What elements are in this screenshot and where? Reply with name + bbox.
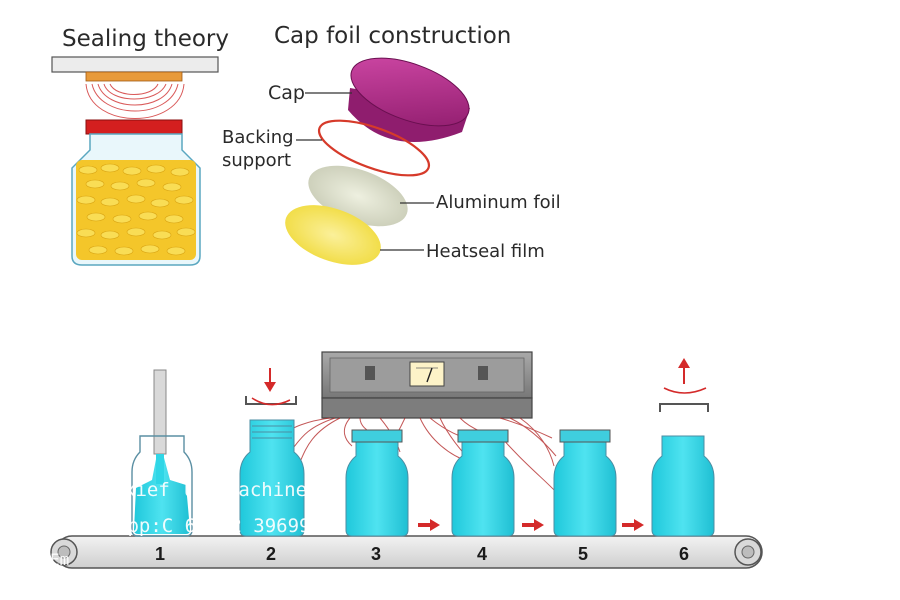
heatseal-film-label: Heatseal film xyxy=(426,241,545,262)
indicator-light-right xyxy=(478,366,488,380)
process-line: 1 2 3 4 5 6 xyxy=(50,351,763,569)
cap-foil-title: Cap foil construction xyxy=(274,23,511,49)
cap-label: Cap xyxy=(268,82,305,104)
watermark: xief lingmachine. m app:C 6-182 396990 E… xyxy=(50,479,341,569)
conveyor-belt xyxy=(50,535,763,569)
backing-label-line1: Backing xyxy=(222,127,294,148)
bottle-step-3 xyxy=(345,429,409,537)
bottle-6-cap xyxy=(659,403,709,412)
watermark-line3: Em xyxy=(50,550,69,569)
up-arrow-icon xyxy=(678,358,690,384)
step-number-6: 6 xyxy=(679,544,689,564)
gauge-icon xyxy=(409,361,445,387)
watermark-line2: app:C 6-182 396990 xyxy=(116,515,322,537)
induction-plate xyxy=(51,56,219,73)
step-number-1: 1 xyxy=(155,544,165,564)
step-number-5: 5 xyxy=(578,544,588,564)
jar-seal-cap xyxy=(85,119,183,135)
aluminum-foil-label: Aluminum foil xyxy=(436,192,561,213)
backing-ring xyxy=(317,119,431,177)
bottle-step-5 xyxy=(553,429,617,537)
cap-foil-panel: Cap foil construction Cap Backing suppor… xyxy=(222,23,561,265)
bottle-step-4 xyxy=(451,429,515,537)
step-number-2: 2 xyxy=(266,544,276,564)
down-arrow-icon xyxy=(264,368,276,392)
filling-nozzle xyxy=(153,369,167,455)
indicator-light-left xyxy=(365,366,375,380)
sealing-theory-title: Sealing theory xyxy=(62,26,229,52)
jar-contents xyxy=(76,160,196,260)
rotate-icon xyxy=(251,397,291,406)
bottle-2-thread xyxy=(252,425,292,439)
rotate-icon xyxy=(663,387,707,394)
induction-sealer-head xyxy=(321,351,533,419)
backing-label-line2: support xyxy=(222,150,291,171)
belt-direction-arrows xyxy=(418,519,644,531)
step-number-3: 3 xyxy=(371,544,381,564)
bottle-step-1 xyxy=(131,369,193,537)
step-number-4: 4 xyxy=(477,544,487,564)
bottle-step-2 xyxy=(239,368,305,537)
cap-layer xyxy=(348,57,470,143)
heatseal-film-disc xyxy=(285,205,381,265)
field-lines xyxy=(85,83,185,119)
bottle-step-6 xyxy=(651,358,715,537)
watermark-line1: xief lingmachine. m xyxy=(124,479,341,501)
induction-coil xyxy=(85,71,183,82)
sealing-theory-panel: Sealing theory xyxy=(51,26,229,266)
